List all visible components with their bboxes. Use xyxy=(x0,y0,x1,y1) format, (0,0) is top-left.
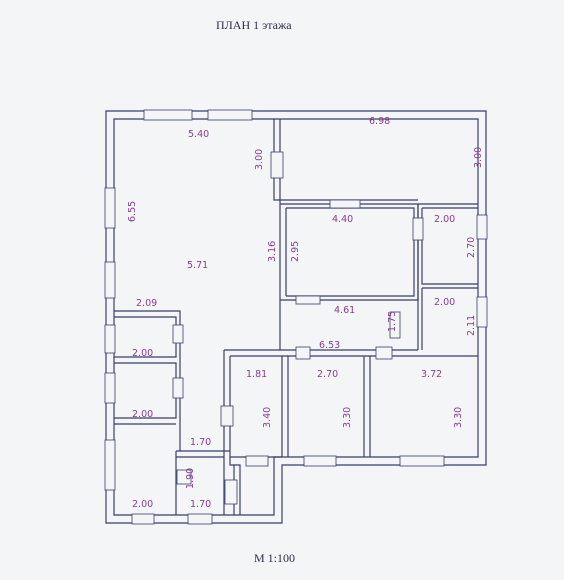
dim-left-room3-width: 2.00 xyxy=(132,499,153,510)
dim-vestibule-bottom: 1.70 xyxy=(190,499,211,510)
dim-bath-a-height: 2.70 xyxy=(466,237,477,258)
plan-title: ПЛАН 1 этажа xyxy=(216,18,292,32)
dim-hall-width: 4.61 xyxy=(334,305,355,316)
dim-living-width: 5.40 xyxy=(188,129,209,140)
dim-small-a-height: 3.40 xyxy=(262,407,273,428)
dim-room-b-height: 3.30 xyxy=(342,407,353,428)
dim-left-nook-width: 2.09 xyxy=(136,298,157,309)
dim-vestibule-height: 1.90 xyxy=(185,468,196,489)
dim-top-right-height: 3.00 xyxy=(473,147,484,168)
top-right-room-bottom-wall xyxy=(279,200,478,300)
dim-living-step: 3.00 xyxy=(254,149,265,170)
dim-corridor-width: 6.53 xyxy=(319,340,340,351)
door-left-1 xyxy=(172,324,184,344)
dim-room-c-height: 3.30 xyxy=(453,407,464,428)
plan-scale: М 1:100 xyxy=(254,551,296,565)
dim-left-room1-width: 2.00 xyxy=(132,348,153,359)
door-entry xyxy=(224,479,238,505)
dim-bath-a-width: 2.00 xyxy=(434,214,455,225)
door-vestibule xyxy=(176,469,192,485)
dim-left-room2-width: 2.00 xyxy=(132,409,153,420)
dim-vestibule-width: 1.70 xyxy=(190,437,211,448)
window-top-center xyxy=(207,109,253,121)
left-rooms-wall xyxy=(114,310,181,451)
door-corridor-top-2 xyxy=(375,346,393,360)
window-bottom-1 xyxy=(131,513,155,525)
door-living-step xyxy=(270,151,284,179)
bathroom-a-wall xyxy=(417,204,478,350)
dim-mid-room-side: 3.16 xyxy=(267,241,278,262)
dim-living-height: 6.55 xyxy=(127,201,138,222)
door-corridor xyxy=(389,311,401,339)
dim-mid-room-height: 2.95 xyxy=(290,241,301,262)
window-left-1 xyxy=(104,187,116,229)
window-top-left xyxy=(143,109,193,121)
window-left-4 xyxy=(104,372,116,404)
dim-room-b-width: 2.70 xyxy=(317,369,338,380)
door-corridor-top-1 xyxy=(295,346,311,360)
dim-hall-height: 1.75 xyxy=(387,311,398,332)
window-bottom-3 xyxy=(303,455,337,467)
door-left-2 xyxy=(172,377,184,399)
dim-room-c-width: 3.72 xyxy=(421,369,442,380)
window-left-2 xyxy=(104,261,116,299)
window-left-3 xyxy=(104,324,116,354)
window-right-2 xyxy=(476,296,488,328)
window-bottom-5 xyxy=(245,455,269,467)
dim-mid-room-width: 4.40 xyxy=(332,214,353,225)
living-room-right-wall xyxy=(273,119,418,201)
exterior-wall-outer xyxy=(105,110,487,524)
window-top-right xyxy=(329,199,361,209)
door-lower-left xyxy=(220,405,234,427)
door-hall xyxy=(295,295,321,305)
vestibule-wall xyxy=(175,450,241,515)
dim-small-a-width: 1.81 xyxy=(246,369,267,380)
door-middle xyxy=(412,217,424,241)
dim-top-right-width: 6.98 xyxy=(369,116,390,127)
window-right-1 xyxy=(476,214,488,240)
window-bottom-2 xyxy=(187,513,213,525)
dim-living-inner: 5.71 xyxy=(187,260,208,271)
dim-bath-b-height: 2.11 xyxy=(466,315,477,336)
window-bottom-4 xyxy=(399,455,445,467)
window-left-5 xyxy=(104,439,116,491)
dim-bath-b-width: 2.00 xyxy=(434,297,455,308)
